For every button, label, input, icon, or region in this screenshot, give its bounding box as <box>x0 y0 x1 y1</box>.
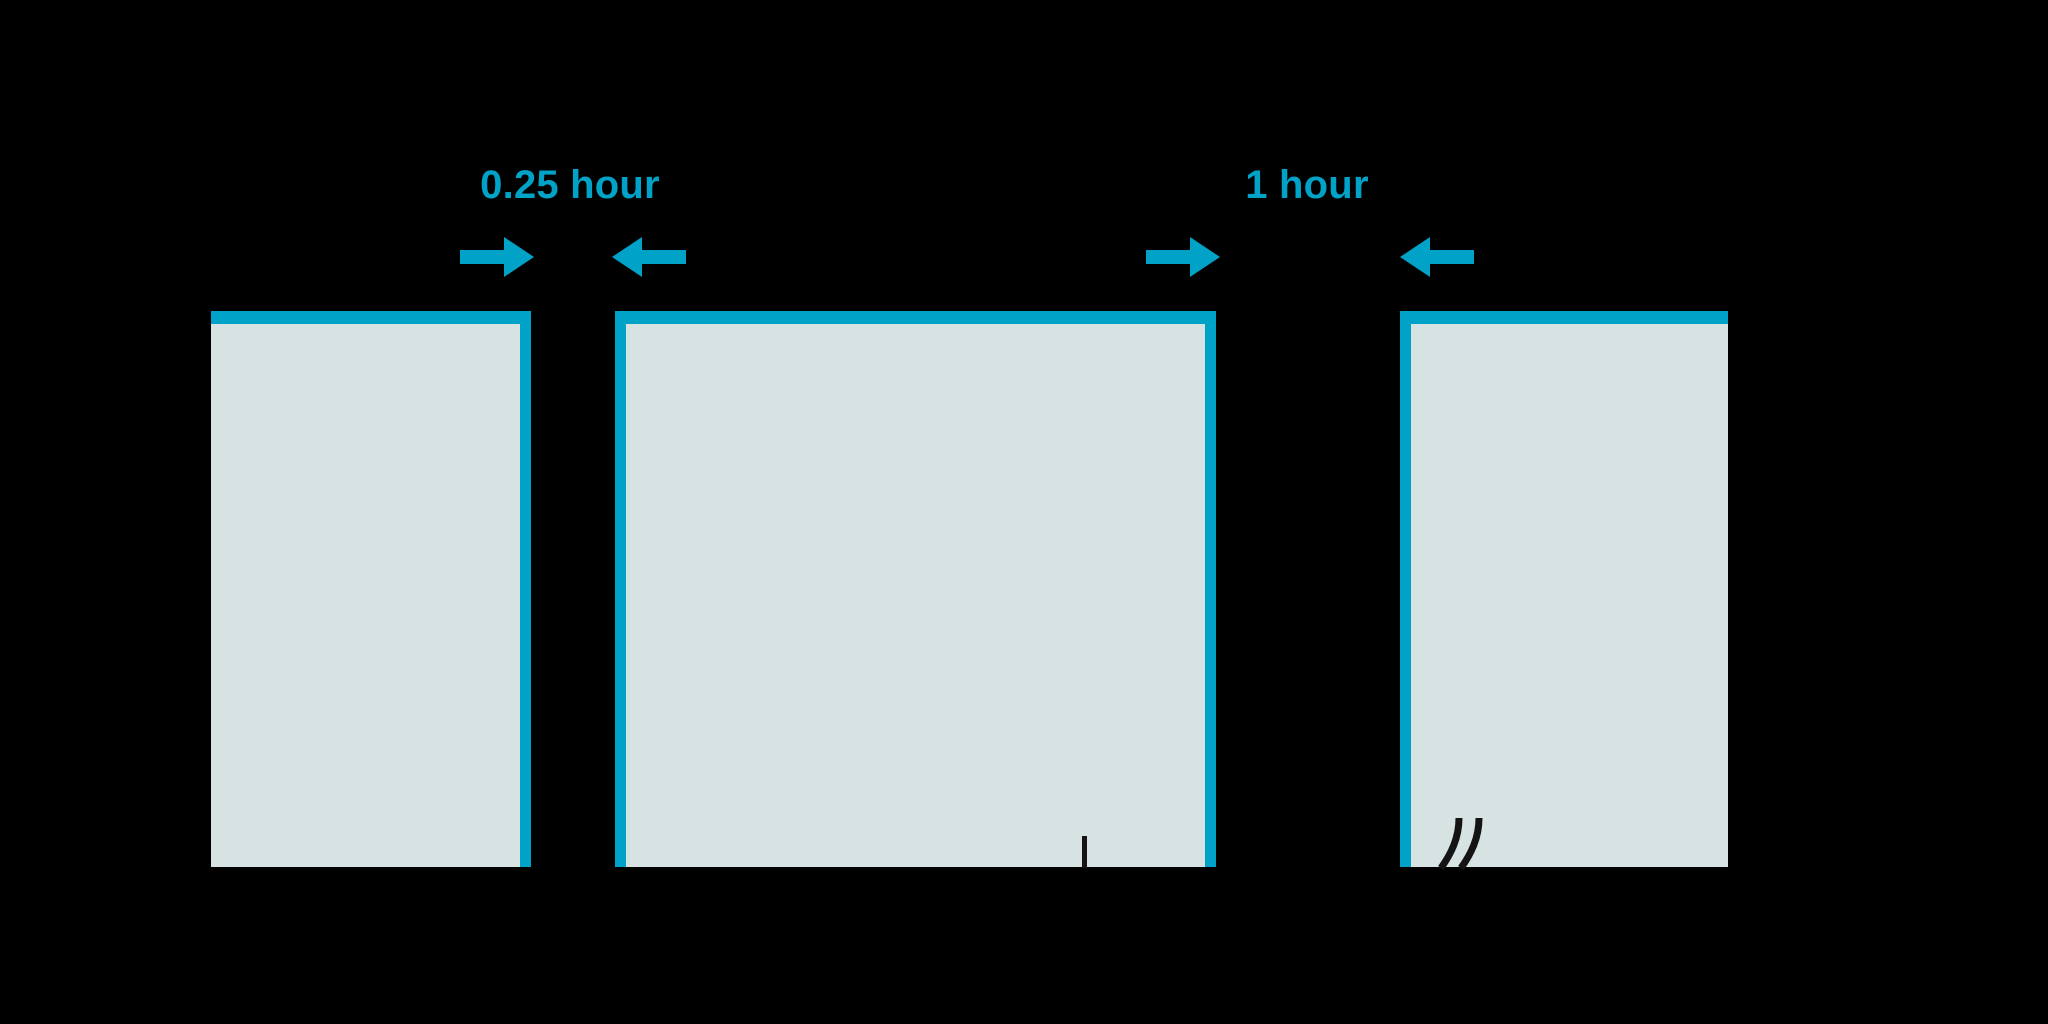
bar-2 <box>615 311 1216 867</box>
arrow-right-icon <box>460 235 534 279</box>
bar-2-top-edge <box>615 311 1216 324</box>
axis-tick-mark <box>1082 836 1087 868</box>
gap-label-0-25-hour: 0.25 hour <box>480 163 660 207</box>
bar-3 <box>1400 311 1728 867</box>
bar-1 <box>211 311 531 867</box>
arrow-left-icon <box>1400 235 1474 279</box>
bar-3-left-edge <box>1400 311 1411 867</box>
bar-3-top-edge <box>1400 311 1728 324</box>
arrow-right-icon <box>1146 235 1220 279</box>
bar-1-right-edge <box>520 311 531 867</box>
bar-2-left-edge <box>615 311 626 867</box>
gap-label-1-hour: 1 hour <box>1245 163 1369 207</box>
arrow-left-icon <box>612 235 686 279</box>
axis-break-icon <box>1437 818 1527 870</box>
bar-1-top-edge <box>211 311 531 324</box>
bar-2-right-edge <box>1205 311 1216 867</box>
